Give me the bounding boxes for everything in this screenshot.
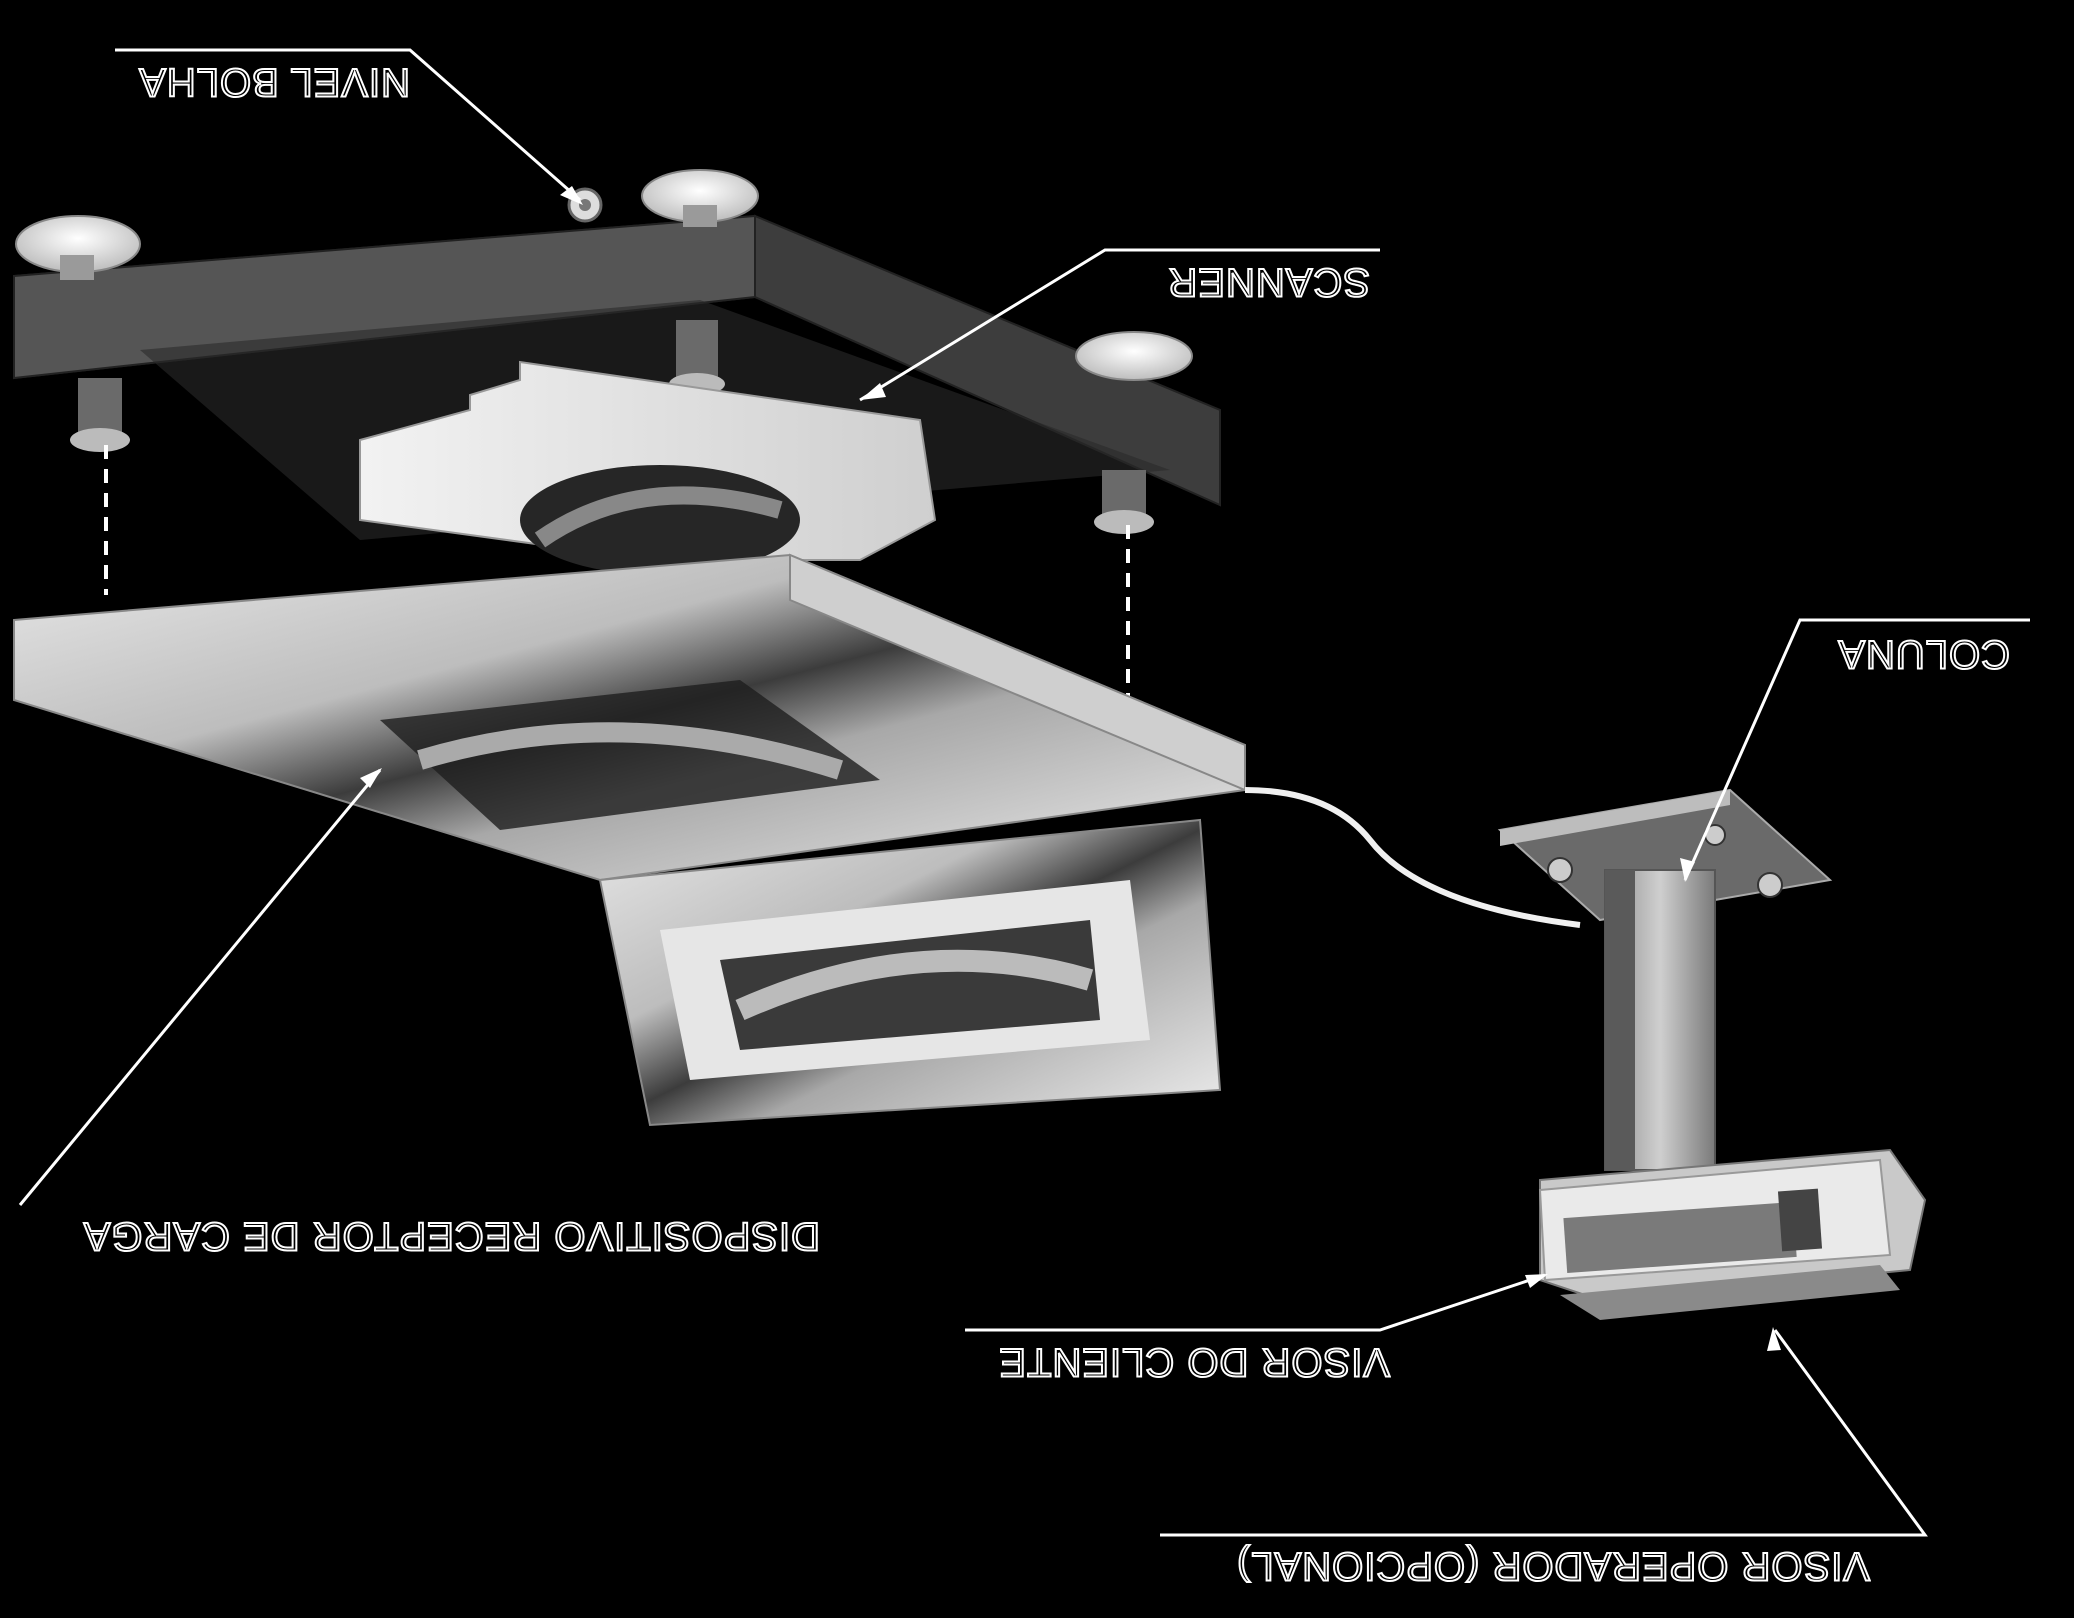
column-assembly [1497,788,1833,1171]
label-coluna: COLUNA [1836,631,2011,677]
leader-visor-operador [1160,1329,1928,1537]
leader-lines [18,48,2030,1537]
foot-right [1075,331,1193,381]
post-center [676,320,718,380]
foot-left [15,215,141,280]
arrow-heads [360,186,1781,1351]
label-visor-operador: VISOR OPERADOR (OPCIONAL) [1235,1543,1871,1589]
label-nivel-bolha: NIVEL BOLHA [137,59,411,105]
leader-scanner [859,248,1380,402]
label-dispositivo: DISPOSITIVO RECEPTOR DE CARGA [82,1213,821,1259]
scanner-block [359,360,937,575]
cable [1244,787,1581,928]
lower-base [598,818,1222,1127]
label-visor-cliente: VISOR DO CLIENTE [997,1339,1391,1385]
leader-coluna [1683,618,2030,881]
leader-nivel-bolha [115,48,581,202]
leader-visor-cliente [965,1273,1546,1332]
leader-dispositivo [18,769,382,1206]
foot-center [641,169,759,227]
load-receiving-platform [13,553,1246,882]
display-unit [1538,1148,1927,1320]
label-scanner: SCANNER [1166,259,1371,305]
